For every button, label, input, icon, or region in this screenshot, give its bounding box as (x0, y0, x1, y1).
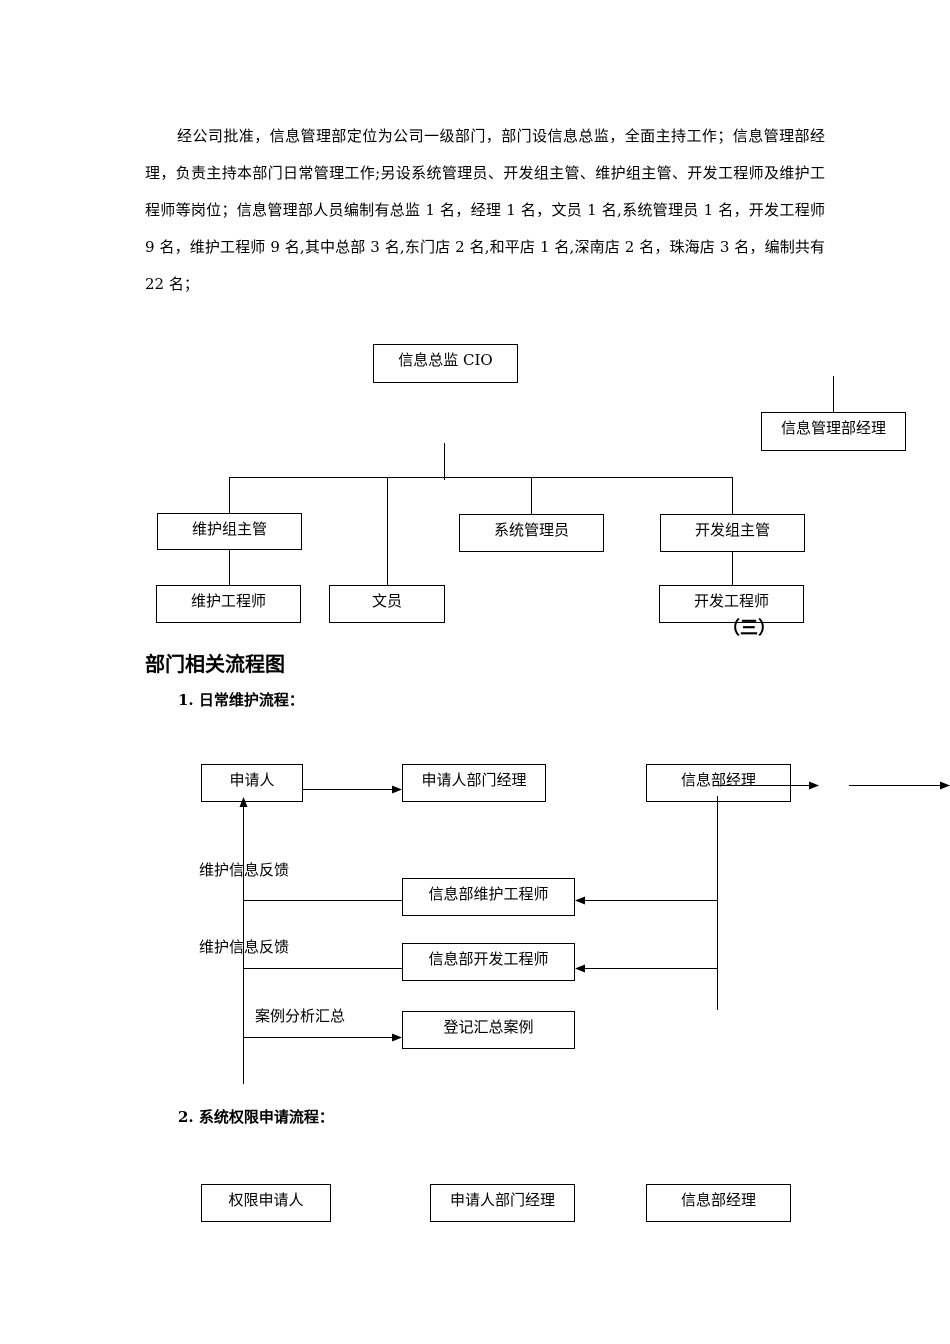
org-connector (444, 443, 445, 480)
flow1-box-applicant: 申请人 (201, 764, 303, 802)
flow2-box-applicant: 权限申请人 (201, 1184, 331, 1222)
org-connector (229, 550, 230, 585)
flow1-box-maint-engineer: 信息部维护工程师 (402, 878, 575, 916)
flow1-label-case-summary: 案例分析汇总 (255, 1007, 346, 1025)
section-title: 部门相关流程图 (145, 652, 285, 676)
flow1-applicant-feedback-line (243, 802, 244, 1084)
org-box-dev-engineer: 开发工程师 (659, 585, 804, 623)
flow1-box-applicant-manager: 申请人部门经理 (402, 764, 546, 802)
org-box-manager: 信息管理部经理 (761, 412, 906, 451)
org-box-sysadmin: 系统管理员 (459, 514, 604, 552)
org-connector (229, 477, 230, 513)
section-number-fragment: （三） (722, 618, 776, 639)
flow2-title: 2. 系统权限申请流程： (178, 1108, 334, 1126)
org-box-dev-lead: 开发组主管 (660, 514, 805, 552)
flow1-title: 1. 日常维护流程： (178, 691, 304, 709)
org-connector (387, 477, 388, 585)
org-connector (833, 376, 834, 412)
org-connector (531, 477, 532, 514)
flow2-box-applicant-manager: 申请人部门经理 (430, 1184, 575, 1222)
org-box-maintenance-engineer: 维护工程师 (156, 585, 301, 623)
flow1-label-feedback-2: 维护信息反馈 (199, 938, 290, 956)
intro-paragraph: 经公司批准，信息管理部定位为公司一级部门，部门设信息总监，全面主持工作；信息管理… (145, 127, 825, 293)
org-connector (732, 477, 733, 514)
flow1-connector (244, 968, 402, 969)
org-box-maintenance-lead: 维护组主管 (157, 513, 302, 550)
flow1-connector (244, 900, 402, 901)
flow1-label-feedback-1: 维护信息反馈 (199, 861, 290, 879)
org-connector (732, 552, 733, 585)
flow1-box-info-manager: 信息部经理 (646, 764, 791, 802)
flow1-box-dev-engineer: 信息部开发工程师 (402, 943, 575, 981)
flow2-box-info-manager: 信息部经理 (646, 1184, 791, 1222)
org-connector (229, 477, 733, 478)
flow1-box-register-cases: 登记汇总案例 (402, 1011, 575, 1049)
flow1-manager-dispatch-line (717, 796, 718, 1010)
org-box-cio: 信息总监 CIO (373, 344, 518, 383)
org-box-clerk: 文员 (329, 585, 445, 623)
